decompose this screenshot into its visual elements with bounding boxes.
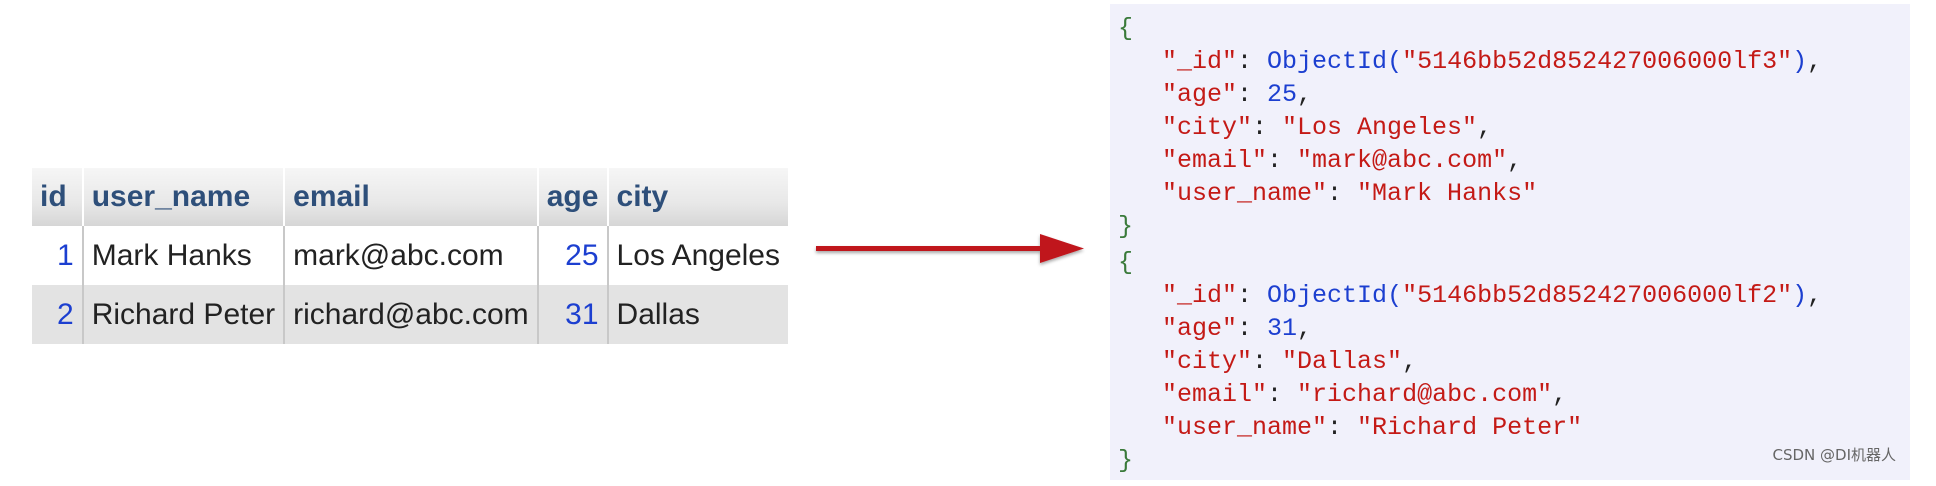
cell-city: Dallas: [607, 285, 788, 344]
json-key: "user_name": [1162, 179, 1328, 208]
json-age-line: "age": 31,: [1162, 314, 1313, 343]
cell-id: 1: [32, 226, 84, 285]
json-documents-panel: { "_id": ObjectId("5146bb52d852427006000…: [1110, 4, 1910, 480]
json-user-name-value: "Mark Hanks": [1357, 179, 1538, 208]
json-open-brace: {: [1118, 14, 1134, 43]
json-user-name-line: "user_name": "Mark Hanks": [1162, 179, 1538, 208]
table-header-row: id user_name email age city: [32, 168, 788, 226]
column-header-city: city: [607, 168, 788, 226]
json-email-value: "richard@abc.com": [1297, 380, 1553, 409]
cell-age: 31: [537, 285, 609, 344]
json-city-value: "Los Angeles": [1282, 113, 1478, 142]
json-city-line: "city": "Dallas",: [1162, 347, 1418, 376]
json-objectid-func: ObjectId: [1267, 47, 1388, 76]
json-key: "email": [1162, 380, 1268, 409]
json-email-value: "mark@abc.com": [1297, 146, 1508, 175]
column-header-age: age: [537, 168, 609, 226]
json-close-brace: }: [1118, 446, 1134, 475]
cell-email: richard@abc.com: [284, 285, 539, 344]
json-age-value: 31: [1267, 314, 1298, 343]
cell-user-name: Mark Hanks: [82, 226, 286, 285]
json-key: "city": [1162, 347, 1253, 376]
json-open-brace: {: [1118, 248, 1134, 277]
json-key: "_id": [1162, 281, 1238, 310]
json-age-line: "age": 25,: [1162, 80, 1313, 109]
json-key: "age": [1162, 80, 1238, 109]
json-id-value: "5146bb52d852427006000lf3": [1402, 47, 1793, 76]
json-age-value: 25: [1267, 80, 1298, 109]
json-document: { "_id": ObjectId("5146bb52d852427006000…: [1118, 12, 1898, 243]
json-key: "city": [1162, 113, 1253, 142]
table-row: 1 Mark Hanks mark@abc.com 25 Los Angeles: [32, 226, 788, 285]
json-email-line: "email": "richard@abc.com",: [1162, 380, 1568, 409]
json-city-value: "Dallas": [1282, 347, 1403, 376]
cell-city: Los Angeles: [607, 226, 788, 285]
json-email-line: "email": "mark@abc.com",: [1162, 146, 1523, 175]
json-user-name-line: "user_name": "Richard Peter": [1162, 413, 1583, 442]
json-user-name-value: "Richard Peter": [1357, 413, 1583, 442]
json-objectid-func: ObjectId: [1267, 281, 1388, 310]
column-header-id: id: [32, 168, 84, 226]
column-header-email: email: [284, 168, 539, 226]
cell-user-name: Richard Peter: [82, 285, 286, 344]
json-id-line: "_id": ObjectId("5146bb52d852427006000lf…: [1162, 281, 1823, 310]
table-row: 2 Richard Peter richard@abc.com 31 Dalla…: [32, 285, 788, 344]
json-key: "email": [1162, 146, 1268, 175]
json-id-line: "_id": ObjectId("5146bb52d852427006000lf…: [1162, 47, 1823, 76]
cell-email: mark@abc.com: [284, 226, 539, 285]
json-city-line: "city": "Los Angeles",: [1162, 113, 1493, 142]
json-id-value: "5146bb52d852427006000lf2": [1402, 281, 1793, 310]
json-key: "age": [1162, 314, 1238, 343]
sql-table: id user_name email age city 1 Mark Hanks…: [32, 168, 788, 344]
cell-id: 2: [32, 285, 84, 344]
column-header-user-name: user_name: [82, 168, 286, 226]
conversion-arrow-icon: [816, 234, 1084, 263]
watermark-text: CSDN @DI机器人: [1772, 446, 1896, 464]
cell-age: 25: [537, 226, 609, 285]
json-key: "_id": [1162, 47, 1238, 76]
json-close-brace: }: [1118, 212, 1134, 241]
json-document: { "_id": ObjectId("5146bb52d852427006000…: [1118, 246, 1898, 477]
json-key: "user_name": [1162, 413, 1328, 442]
